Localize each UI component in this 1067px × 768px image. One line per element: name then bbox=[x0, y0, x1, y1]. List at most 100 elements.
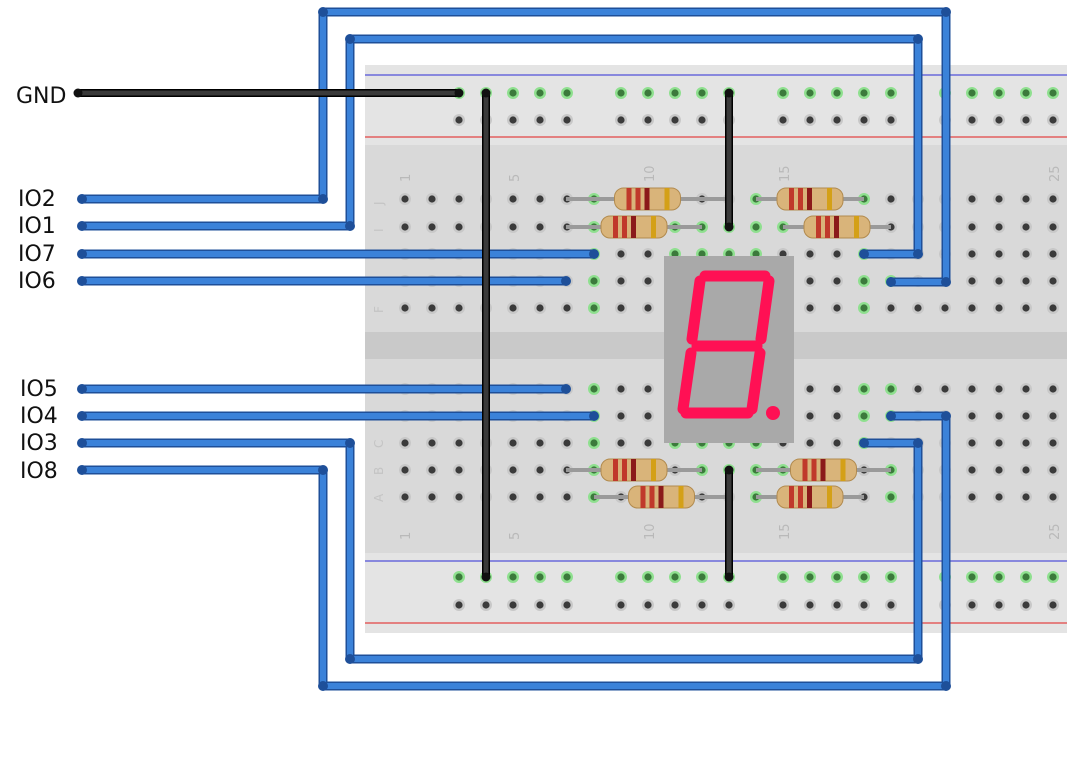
breadboard-hole bbox=[995, 277, 1003, 285]
row-letter-j: J bbox=[372, 201, 386, 206]
breadboard-hole bbox=[725, 250, 733, 258]
breadboard-hole bbox=[833, 385, 841, 393]
breadboard-hole bbox=[968, 412, 976, 420]
rail-hole bbox=[536, 89, 544, 97]
breadboard-hole bbox=[887, 385, 895, 393]
rail-hole bbox=[698, 601, 706, 609]
resistor-band bbox=[789, 188, 794, 210]
breadboard-hole bbox=[644, 277, 652, 285]
breadboard-hole bbox=[1049, 385, 1057, 393]
breadboard-hole bbox=[509, 304, 517, 312]
resistor bbox=[756, 458, 891, 482]
rail-hole bbox=[482, 601, 490, 609]
wire-endpoint bbox=[941, 277, 951, 287]
resistor-band bbox=[802, 459, 808, 481]
wire-endpoint bbox=[77, 276, 87, 286]
breadboard-hole bbox=[644, 304, 652, 312]
wire-endpoint bbox=[589, 249, 599, 259]
pin-label-io8: IO8 bbox=[20, 459, 58, 484]
resistor-band bbox=[622, 216, 627, 238]
rail-hole bbox=[455, 116, 463, 124]
breadboard-hole bbox=[833, 439, 841, 447]
breadboard-hole bbox=[455, 223, 463, 231]
breadboard-hole bbox=[590, 439, 598, 447]
breadboard-hole bbox=[455, 493, 463, 501]
breadboard-hole bbox=[833, 412, 841, 420]
rail-hole bbox=[1022, 573, 1030, 581]
rail-hole bbox=[860, 601, 868, 609]
breadboard-hole bbox=[779, 250, 787, 258]
breadboard-hole bbox=[995, 439, 1003, 447]
resistor-band bbox=[651, 216, 656, 238]
pin-label-io3: IO3 bbox=[20, 431, 58, 456]
segment-e bbox=[677, 347, 697, 415]
breadboard-hole bbox=[536, 195, 544, 203]
resistor-band bbox=[658, 486, 664, 508]
rail-hole bbox=[779, 573, 787, 581]
breadboard-hole bbox=[617, 412, 625, 420]
rail-hole bbox=[995, 573, 1003, 581]
pin-labels: GND IO2 IO1 IO7 IO6 IO5 IO4 IO3 IO8 bbox=[16, 84, 66, 484]
rail-hole bbox=[617, 573, 625, 581]
breadboard-hole bbox=[887, 195, 895, 203]
breadboard-hole bbox=[1022, 223, 1030, 231]
rail-hole bbox=[509, 116, 517, 124]
rail-hole bbox=[968, 573, 976, 581]
breadboard-hole bbox=[644, 250, 652, 258]
wire-io1 bbox=[79, 36, 921, 257]
breadboard-hole bbox=[806, 277, 814, 285]
resistor bbox=[783, 215, 891, 239]
rail-hole bbox=[644, 601, 652, 609]
wire-endpoint bbox=[941, 681, 951, 691]
pin-label-io2: IO2 bbox=[18, 187, 56, 212]
rail-hole bbox=[509, 601, 517, 609]
breadboard-hole bbox=[455, 304, 463, 312]
breadboard-hole bbox=[536, 223, 544, 231]
resistor-band bbox=[827, 188, 832, 210]
breadboard-hole bbox=[1049, 277, 1057, 285]
resistor bbox=[594, 485, 729, 509]
rail-hole bbox=[860, 116, 868, 124]
breadboard-hole bbox=[1049, 250, 1057, 258]
pin-label-gnd: GND bbox=[16, 84, 66, 109]
wire-io3 bbox=[79, 440, 921, 662]
segment-f bbox=[686, 275, 706, 345]
wires bbox=[74, 7, 951, 691]
rail-hole bbox=[698, 89, 706, 97]
breadboard-hole bbox=[1022, 412, 1030, 420]
rail-hole bbox=[617, 116, 625, 124]
breadboard-hole bbox=[590, 385, 598, 393]
column-number-15-bottom: 15 bbox=[778, 523, 793, 540]
rail-hole bbox=[671, 89, 679, 97]
gnd-wire-endpoint bbox=[481, 88, 491, 98]
breadboard-hole bbox=[617, 385, 625, 393]
rail-hole bbox=[1049, 601, 1057, 609]
wire-io8 bbox=[79, 413, 949, 689]
rail-hole bbox=[725, 601, 733, 609]
resistors bbox=[566, 187, 891, 509]
wire-endpoint bbox=[318, 194, 328, 204]
breadboard-hole bbox=[1049, 304, 1057, 312]
breadboard-hole bbox=[563, 304, 571, 312]
breadboard-hole bbox=[428, 439, 436, 447]
resistor-band bbox=[631, 459, 636, 481]
wire-endpoint bbox=[913, 438, 923, 448]
resistor-band bbox=[613, 459, 618, 481]
breadboard-hole bbox=[1049, 223, 1057, 231]
breadboard-hole bbox=[509, 493, 517, 501]
resistor-band bbox=[631, 216, 636, 238]
breadboard-hole bbox=[1049, 493, 1057, 501]
breadboard-hole bbox=[428, 304, 436, 312]
rail-hole bbox=[536, 573, 544, 581]
resistor-band bbox=[626, 188, 632, 210]
resistor bbox=[566, 215, 702, 239]
breadboard-hole bbox=[968, 304, 976, 312]
resistor-band bbox=[816, 216, 821, 238]
breadboard-hole bbox=[644, 439, 652, 447]
row-letter-c: C bbox=[372, 440, 386, 448]
breadboard-hole bbox=[536, 466, 544, 474]
pin-label-io5: IO5 bbox=[20, 377, 58, 402]
seven-segment-display bbox=[664, 256, 794, 443]
gnd-wire-endpoint bbox=[73, 88, 83, 98]
breadboard-hole bbox=[914, 385, 922, 393]
